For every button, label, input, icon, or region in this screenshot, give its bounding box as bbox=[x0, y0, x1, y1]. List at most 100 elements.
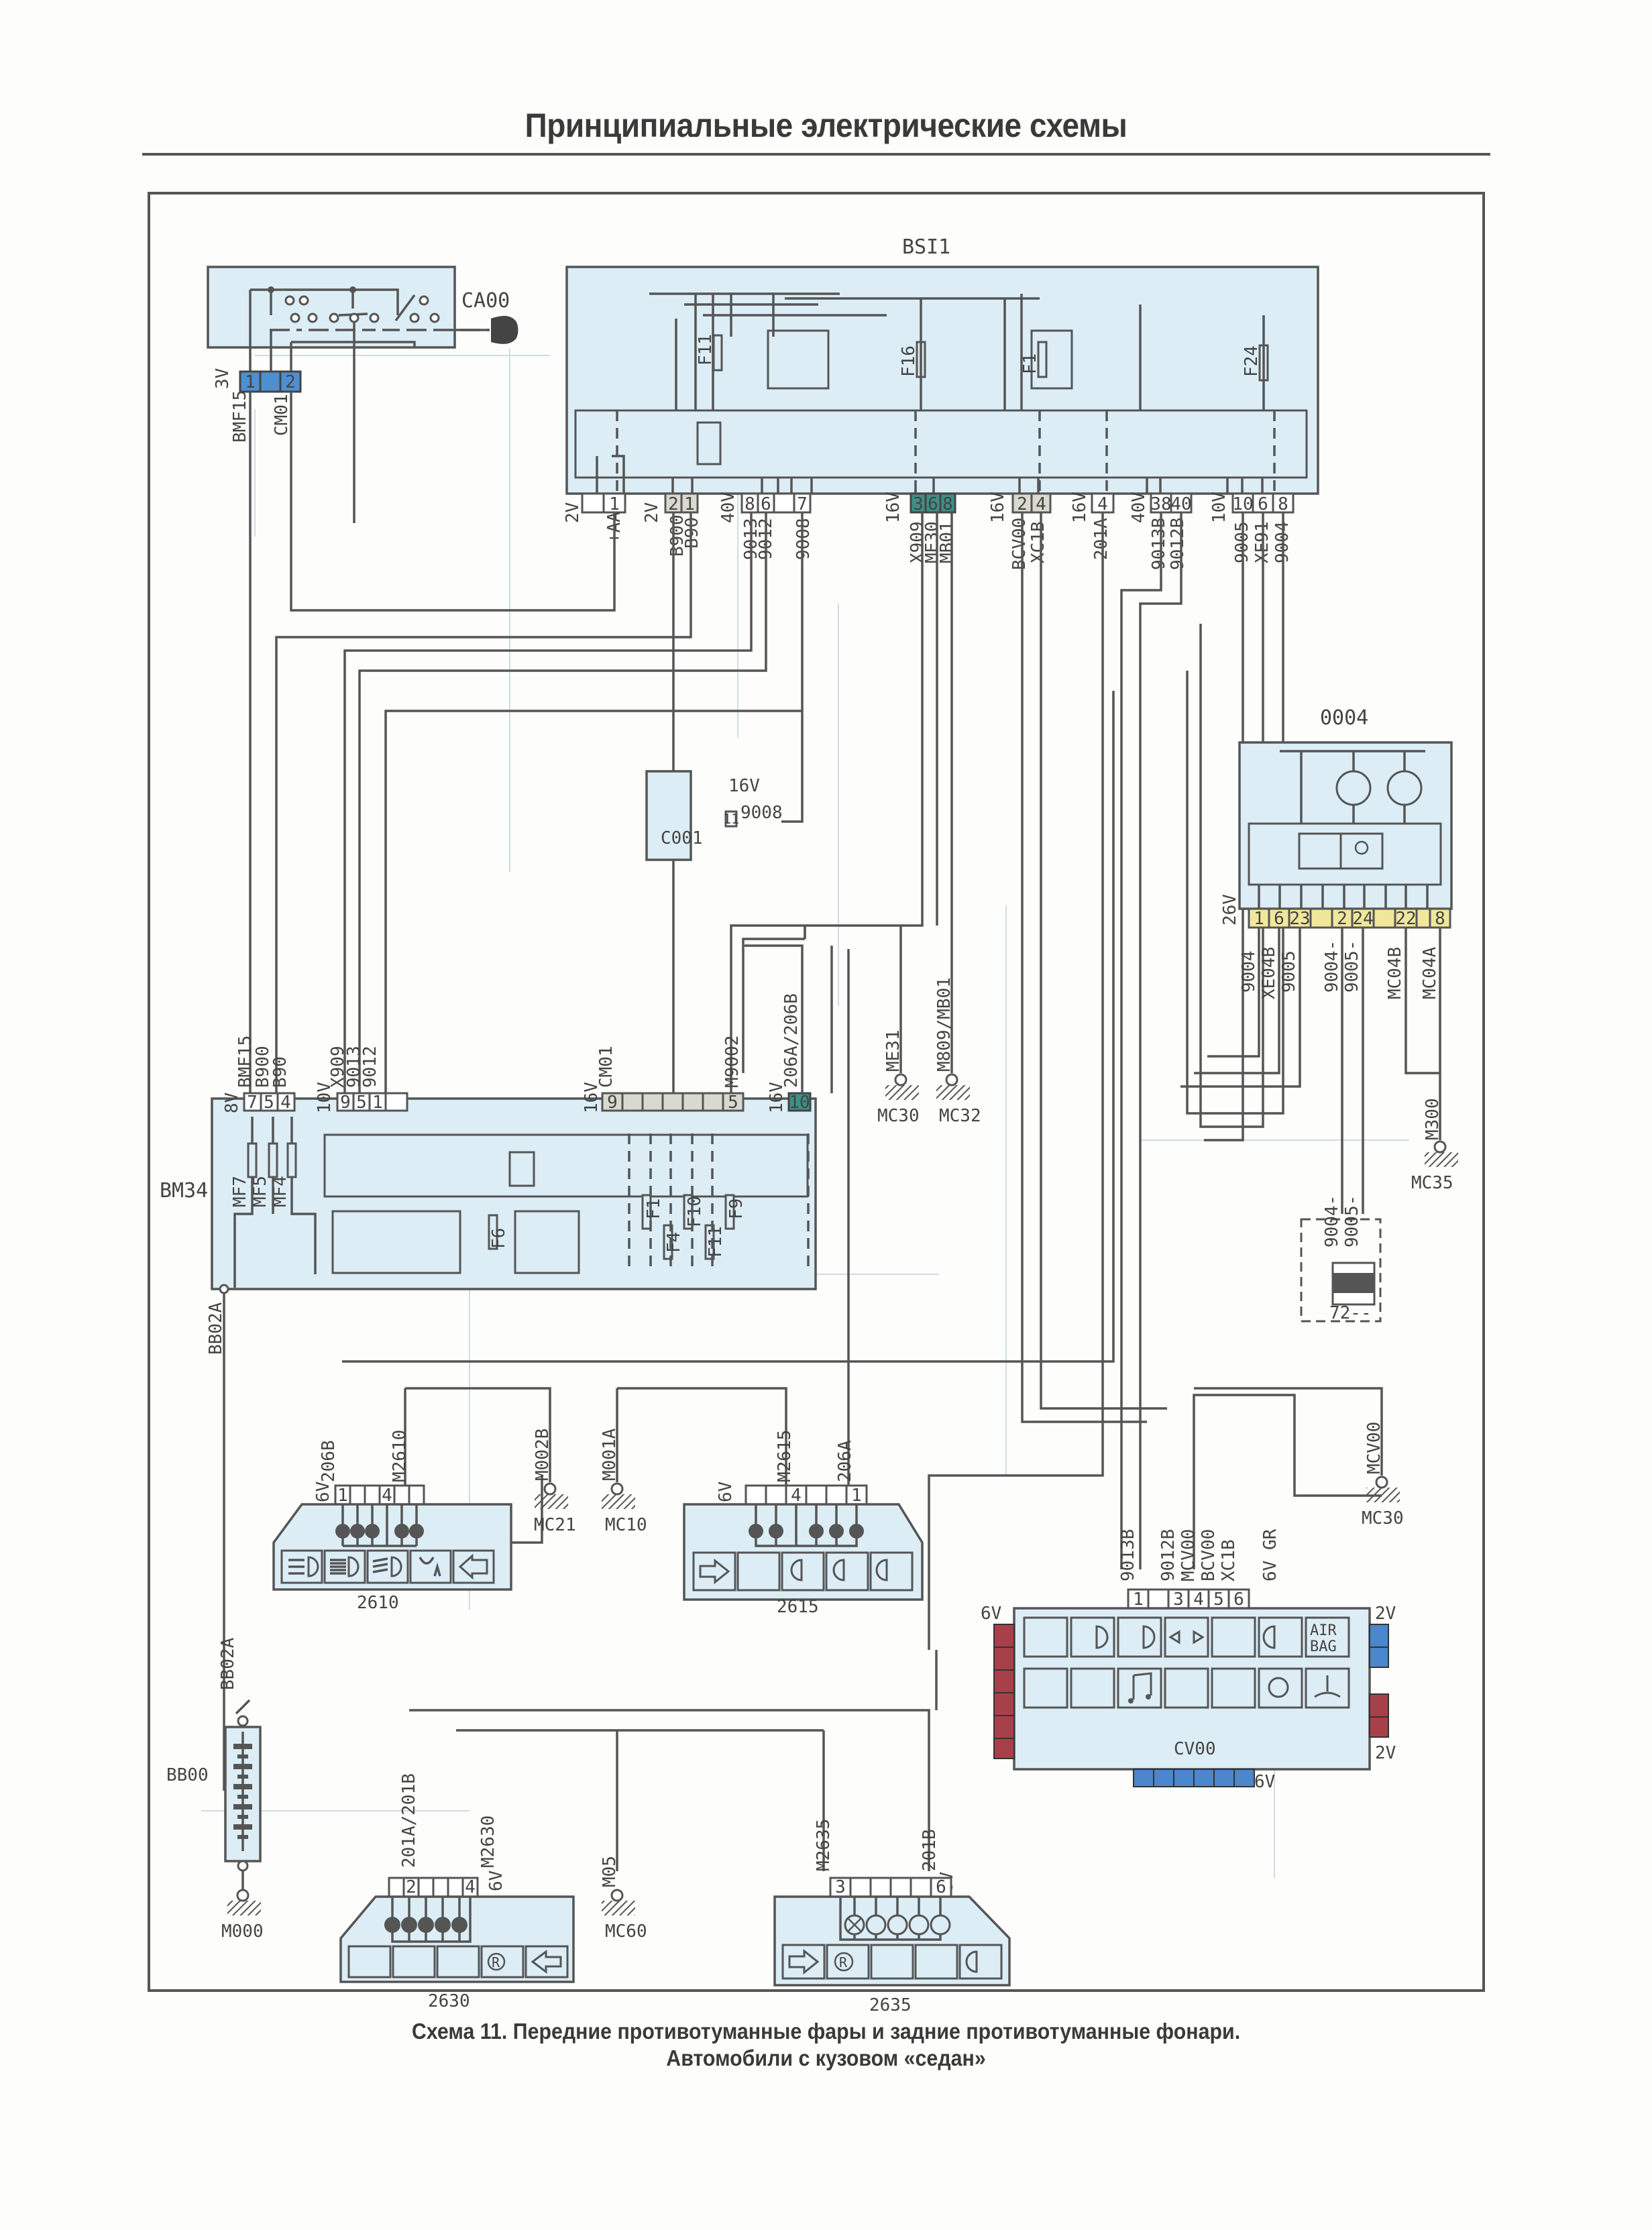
svg-text:X909: X909 bbox=[907, 521, 928, 563]
svg-text:CV00: CV00 bbox=[1174, 1739, 1216, 1759]
svg-text:CM01: CM01 bbox=[596, 1046, 616, 1088]
svg-text:F11: F11 bbox=[696, 334, 716, 366]
svg-text:4: 4 bbox=[1097, 494, 1108, 514]
BSI1-box bbox=[565, 266, 1319, 495]
svg-text:ME31: ME31 bbox=[883, 1029, 903, 1072]
svg-text:16V: 16V bbox=[582, 1082, 602, 1113]
svg-text:24: 24 bbox=[1352, 909, 1373, 929]
svg-text:72--: 72-- bbox=[1329, 1303, 1372, 1323]
svg-text:6: 6 bbox=[1258, 494, 1268, 514]
svg-text:B90: B90 bbox=[682, 517, 702, 549]
svg-text:M05: M05 bbox=[600, 1856, 620, 1887]
svg-text:8: 8 bbox=[745, 494, 755, 514]
svg-text:2V: 2V bbox=[1375, 1743, 1396, 1763]
svg-text:1: 1 bbox=[609, 494, 620, 514]
svg-text:6V: 6V bbox=[313, 1482, 333, 1502]
component-BSI1: BSI1 F11 F16 F1 F24 2V 1 +AA 2V 2 1 B bbox=[563, 235, 1319, 570]
svg-text:M9002: M9002 bbox=[722, 1036, 742, 1088]
svg-text:MF5: MF5 bbox=[250, 1176, 270, 1207]
svg-text:M2615: M2615 bbox=[775, 1430, 795, 1482]
svg-text:BB02A: BB02A bbox=[218, 1637, 238, 1690]
svg-text:26V: 26V bbox=[1220, 894, 1240, 926]
svg-text:BCV00: BCV00 bbox=[1009, 518, 1030, 570]
fuse-MF7 bbox=[247, 1142, 258, 1178]
2615-icons bbox=[692, 1551, 914, 1592]
diagram-frame bbox=[148, 192, 1485, 1992]
svg-text:4: 4 bbox=[280, 1093, 291, 1113]
CA00-pin-2: 2 bbox=[285, 372, 296, 392]
svg-text:MC30: MC30 bbox=[877, 1106, 920, 1126]
svg-text:M000: M000 bbox=[221, 1921, 264, 1942]
component-2610: 6V 206B M2610 1 4 2610 bbox=[272, 1430, 512, 1613]
svg-text:MCV00: MCV00 bbox=[1178, 1529, 1199, 1581]
ground-MC30-right: MCV00 MC30 bbox=[1362, 1422, 1404, 1528]
svg-text:4: 4 bbox=[1193, 1590, 1204, 1610]
svg-text:9005-: 9005- bbox=[1342, 1195, 1362, 1247]
ground-MC60: M05 MC60 bbox=[600, 1856, 647, 1942]
svg-text:23: 23 bbox=[1289, 909, 1310, 929]
svg-text:9004: 9004 bbox=[1239, 950, 1259, 993]
svg-text:9013B: 9013B bbox=[1149, 518, 1169, 570]
figure-caption-line-2: Автомобили с кузовом «седан» bbox=[666, 2046, 986, 2070]
svg-text:6V: 6V bbox=[981, 1604, 1001, 1624]
2615-lamps bbox=[749, 1524, 864, 1539]
side-light-icon bbox=[347, 1945, 392, 1978]
svg-text:8V: 8V bbox=[222, 1093, 242, 1113]
BSI1-connector-8: 10V 10 6 8 9005 XE91 9004 bbox=[1209, 492, 1295, 563]
component-2615: 6V M2615 206A 4 1 2615 bbox=[683, 1430, 924, 1617]
svg-text:MC30: MC30 bbox=[1362, 1508, 1404, 1528]
svg-text:16V: 16V bbox=[1070, 492, 1090, 523]
ground-MC10: M001A MC10 bbox=[600, 1428, 647, 1535]
svg-text:206B: 206B bbox=[319, 1440, 339, 1482]
svg-text:M001A: M001A bbox=[600, 1428, 620, 1481]
svg-text:ME30: ME30 bbox=[922, 521, 942, 563]
front-fog-lamp-icon bbox=[1335, 770, 1372, 806]
ground-M000: M000 bbox=[221, 1889, 264, 1942]
svg-text:2V: 2V bbox=[563, 502, 583, 523]
svg-text:16V: 16V bbox=[728, 776, 760, 796]
rear-wiper-icon bbox=[1070, 1667, 1115, 1709]
svg-text:F6: F6 bbox=[489, 1228, 509, 1249]
fuse-F6 bbox=[488, 1214, 498, 1250]
svg-text:1: 1 bbox=[684, 494, 695, 514]
svg-text:9005: 9005 bbox=[1279, 950, 1299, 993]
rear-fog-icon bbox=[392, 1945, 436, 1978]
svg-text:8: 8 bbox=[1435, 909, 1445, 929]
svg-text:8: 8 bbox=[1278, 494, 1288, 514]
svg-text:2V: 2V bbox=[1375, 1604, 1396, 1624]
door-open-icon bbox=[1164, 1667, 1209, 1709]
svg-text:6V: 6V bbox=[1254, 1772, 1275, 1792]
svg-text:MC32: MC32 bbox=[939, 1106, 981, 1126]
fuse-MF4 bbox=[286, 1142, 297, 1178]
component-2630: 201A/201B M2630 6V 2 4 R 2630 bbox=[339, 1773, 575, 2011]
title-rule bbox=[142, 153, 1490, 156]
side-light-icon bbox=[409, 1549, 452, 1584]
2610-lamps bbox=[335, 1524, 424, 1539]
component-BB00: BB02A BB00 bbox=[166, 1637, 262, 1890]
ground-MC30-top: ME31 MC30 bbox=[877, 1029, 920, 1126]
airbag-icon bbox=[1305, 1616, 1350, 1658]
svg-text:B900: B900 bbox=[253, 1046, 273, 1088]
svg-text:40V: 40V bbox=[718, 492, 738, 523]
0004-box bbox=[1238, 741, 1453, 910]
figure-caption-line-1: Схема 11. Передние противотуманные фары … bbox=[411, 2019, 1241, 2044]
svg-text:BM34: BM34 bbox=[160, 1179, 208, 1203]
battery-icon bbox=[233, 1732, 252, 1851]
brake-light-icon bbox=[436, 1945, 480, 1978]
C001-box bbox=[645, 770, 692, 861]
reverse-icon bbox=[480, 1945, 525, 1978]
svg-text:M2635: M2635 bbox=[814, 1819, 834, 1871]
wire-CM01-label: CM01 bbox=[272, 394, 292, 436]
svg-text:F11: F11 bbox=[706, 1226, 726, 1258]
svg-text:MC04A: MC04A bbox=[1420, 946, 1440, 999]
svg-text:6: 6 bbox=[1274, 909, 1284, 929]
svg-text:M809/MB01: M809/MB01 bbox=[934, 977, 954, 1072]
svg-text:3: 3 bbox=[1173, 1590, 1184, 1610]
svg-text:F1: F1 bbox=[644, 1198, 664, 1219]
svg-text:9005-: 9005- bbox=[1342, 940, 1362, 993]
svg-text:MC60: MC60 bbox=[605, 1921, 647, 1942]
fuse-F1 bbox=[1037, 341, 1048, 378]
svg-text:6V: 6V bbox=[486, 1871, 506, 1891]
svg-text:10V: 10V bbox=[315, 1082, 335, 1113]
